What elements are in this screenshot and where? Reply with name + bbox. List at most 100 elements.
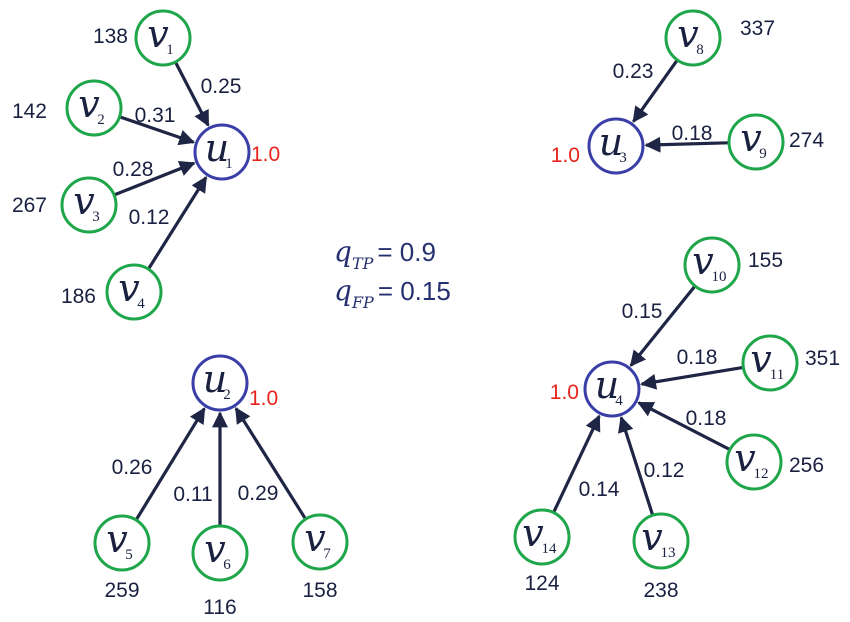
param-tp-sub: TP xyxy=(352,254,374,273)
node-circle-u2 xyxy=(191,354,249,412)
score-u1: 1.0 xyxy=(251,143,280,166)
node-v1: v1 xyxy=(134,9,192,67)
node-v10: v10 xyxy=(683,236,741,294)
node-circle-v1 xyxy=(134,9,192,67)
edge-arrow-v9-u3 xyxy=(644,136,729,153)
node-circle-v5 xyxy=(93,514,151,572)
node-label-v6: v xyxy=(204,527,226,571)
edge-weight-v9-u3: 0.18 xyxy=(672,122,713,145)
node-label-v1: v xyxy=(147,12,169,56)
value-v9: 274 xyxy=(789,129,824,152)
value-v2: 142 xyxy=(12,100,47,123)
node-sub-v1: 1 xyxy=(166,42,174,58)
edge-weight-v8-u3: 0.23 xyxy=(613,60,654,83)
node-circle-v14 xyxy=(513,508,571,566)
node-symbol-u1: u xyxy=(205,126,229,170)
node-label-v2: v xyxy=(78,82,100,126)
node-label-v12: v xyxy=(734,436,756,480)
edge-weight-v12-u4: 0.18 xyxy=(686,407,727,430)
node-v4: v4 xyxy=(105,263,163,321)
node-label-v3: v xyxy=(73,179,95,223)
node-symbol-v5: v xyxy=(106,517,128,561)
param-fp-symbol: q xyxy=(334,274,352,307)
param-fp-sub: FP xyxy=(351,293,374,312)
value-v4: 186 xyxy=(61,285,96,308)
node-symbol-v1: v xyxy=(147,12,169,56)
value-v14: 124 xyxy=(524,572,559,595)
node-symbol-u4: u xyxy=(595,363,619,407)
node-symbol-v4: v xyxy=(118,266,140,310)
node-symbol-v9: v xyxy=(740,116,762,160)
node-circle-v10 xyxy=(683,236,741,294)
value-v11: 351 xyxy=(805,347,840,370)
edge-arrow-v14-u4 xyxy=(552,414,601,513)
edge-arrow-v10-u4 xyxy=(629,285,696,367)
value-v1: 138 xyxy=(93,25,128,48)
node-sub-v7: 7 xyxy=(323,546,331,562)
node-label-u2: u xyxy=(203,357,227,401)
node-sub-v3: 3 xyxy=(92,209,100,225)
node-sub-v9: 9 xyxy=(759,146,767,162)
score-u4: 1.0 xyxy=(550,381,579,404)
node-label-v11: v xyxy=(750,337,772,381)
node-v3: v3 xyxy=(60,176,118,234)
node-sub-u2: 2 xyxy=(223,387,231,403)
node-circle-v2 xyxy=(65,79,123,137)
edges-layer xyxy=(114,59,743,525)
node-symbol-v10: v xyxy=(692,239,714,283)
node-label-u1: u xyxy=(205,126,229,170)
edge-weight-v11-u4: 0.18 xyxy=(677,346,718,369)
edge-arrow-v12-u4 xyxy=(637,401,730,451)
node-sub-v2: 2 xyxy=(97,112,105,128)
edge-arrow-v8-u3 xyxy=(632,59,679,123)
node-symbol-v11: v xyxy=(750,337,772,381)
node-circle-v9 xyxy=(727,113,785,171)
node-v6: v6 xyxy=(191,524,249,582)
node-u3: u3 xyxy=(587,117,645,175)
node-sub-v8: 8 xyxy=(696,42,704,58)
value-v13: 238 xyxy=(643,579,678,602)
node-circle-v12 xyxy=(725,433,783,491)
value-v12: 256 xyxy=(789,454,824,477)
node-circle-v3 xyxy=(60,176,118,234)
param-fp-value: = 0.15 xyxy=(378,276,451,306)
node-v14: v14 xyxy=(513,508,571,566)
node-symbol-u2: u xyxy=(203,357,227,401)
edge-arrow-v7-u2 xyxy=(234,407,307,520)
value-v6: 116 xyxy=(203,596,236,619)
edge-arrow-v2-u1 xyxy=(119,115,196,146)
node-circle-u1 xyxy=(193,123,251,181)
node-symbol-u3: u xyxy=(599,120,623,164)
node-sub-u3: 3 xyxy=(619,150,627,166)
edge-weight-v1-u1: 0.25 xyxy=(201,75,242,98)
node-symbol-v2: v xyxy=(78,82,100,126)
node-v12: v12 xyxy=(725,433,783,491)
edge-arrow-v13-u4 xyxy=(618,416,654,515)
node-sub-v5: 5 xyxy=(125,547,133,563)
edge-weight-v10-u4: 0.15 xyxy=(622,300,663,323)
node-label-v5: v xyxy=(106,517,128,561)
node-circle-u4 xyxy=(583,360,641,418)
node-symbol-v7: v xyxy=(304,516,326,560)
node-v7: v7 xyxy=(291,513,349,571)
node-circle-v8 xyxy=(664,9,722,67)
edge-weight-v2-u1: 0.31 xyxy=(135,104,176,127)
node-symbol-v3: v xyxy=(73,179,95,223)
node-sub-v12: 12 xyxy=(754,466,769,482)
node-u2: u2 xyxy=(191,354,249,412)
node-v5: v5 xyxy=(93,514,151,572)
node-label-u4: u xyxy=(595,363,619,407)
node-circle-v6 xyxy=(191,524,249,582)
value-v3: 267 xyxy=(12,194,47,217)
score-u2: 1.0 xyxy=(249,387,278,410)
edge-weight-v13-u4: 0.12 xyxy=(644,459,685,482)
node-sub-v10: 10 xyxy=(712,269,727,285)
node-label-v7: v xyxy=(304,516,326,560)
node-symbol-v13: v xyxy=(641,515,663,559)
node-u4: u4 xyxy=(583,360,641,418)
edge-weight-v5-u2: 0.26 xyxy=(112,456,153,479)
node-sub-u4: 4 xyxy=(615,393,623,409)
